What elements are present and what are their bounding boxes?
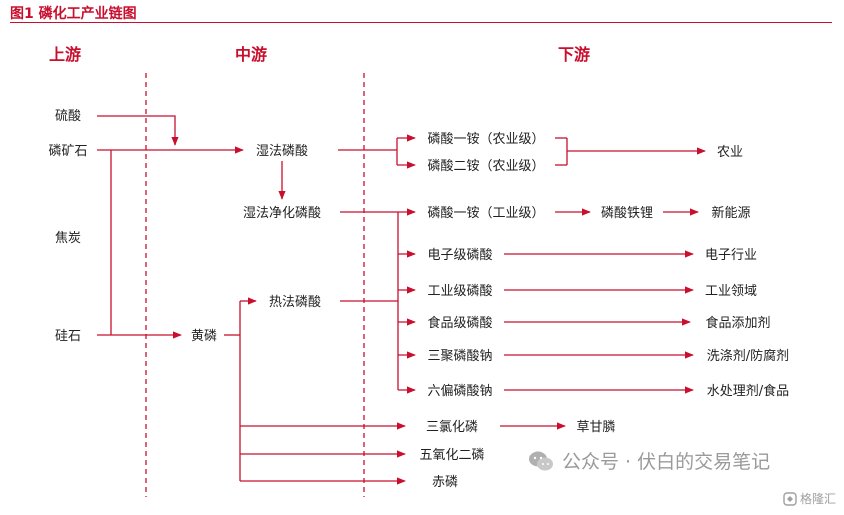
node-pcl3: 三氯化磷 bbox=[426, 420, 478, 435]
stage-midstream: 中游 bbox=[235, 45, 267, 64]
node-industrial-field: 工业领域 bbox=[705, 284, 757, 299]
node-shmp: 六偏磷酸钠 bbox=[427, 384, 492, 399]
brand-text: 格隆汇 bbox=[799, 492, 836, 506]
node-wet-phosphoric-acid: 湿法磷酸 bbox=[256, 144, 308, 159]
node-silica: 硅石 bbox=[55, 329, 81, 344]
stage-downstream: 下游 bbox=[558, 45, 590, 64]
node-electronic-pa: 电子级磷酸 bbox=[427, 248, 492, 263]
node-glyphosate: 草甘膦 bbox=[576, 420, 615, 435]
brand-watermark: 格隆汇 bbox=[783, 490, 836, 507]
node-phosphate-rock: 磷矿石 bbox=[48, 144, 87, 159]
stage-upstream: 上游 bbox=[49, 45, 81, 64]
node-agriculture: 农业 bbox=[717, 145, 743, 160]
brand-logo-icon bbox=[783, 491, 797, 506]
node-yellow-phosphorus: 黄磷 bbox=[191, 329, 217, 344]
node-sulfuric-acid: 硫酸 bbox=[55, 109, 81, 124]
node-red-phosphorus: 赤磷 bbox=[432, 475, 458, 490]
node-lithium-iron-phosphate: 磷酸铁锂 bbox=[601, 206, 653, 221]
node-food-pa: 食品级磷酸 bbox=[427, 315, 492, 331]
node-p2o5: 五氧化二磷 bbox=[419, 448, 484, 463]
title-rule bbox=[10, 22, 832, 23]
node-detergent: 洗涤剂/防腐剂 bbox=[707, 348, 789, 364]
arrow-sulfuric-to-wet bbox=[97, 115, 179, 146]
node-map-industrial: 磷酸一铵（工业级） bbox=[427, 206, 544, 221]
figure-title: 图1 磷化工产业链图 bbox=[10, 6, 137, 22]
watermark-text: 公众号 · 伏白的交易笔记 bbox=[562, 451, 771, 473]
node-dap-agri: 磷酸二铵（农业级） bbox=[427, 159, 544, 174]
wechat-icon bbox=[529, 451, 553, 470]
node-wet-purified-phosphoric-acid: 湿法净化磷酸 bbox=[243, 206, 321, 221]
node-thermal-phosphoric-acid: 热法磷酸 bbox=[269, 295, 321, 310]
node-water-treatment-food: 水处理剂/食品 bbox=[707, 383, 789, 399]
node-map-agri: 磷酸一铵（农业级） bbox=[427, 132, 544, 147]
node-stpp: 三聚磷酸钠 bbox=[427, 349, 492, 364]
node-new-energy: 新能源 bbox=[711, 205, 750, 221]
node-coke: 焦炭 bbox=[55, 231, 81, 246]
node-food-additive: 食品添加剂 bbox=[705, 315, 770, 331]
node-industrial-pa: 工业级磷酸 bbox=[427, 284, 492, 299]
watermark: 公众号 · 伏白的交易笔记 bbox=[528, 447, 770, 474]
node-electronics-industry: 电子行业 bbox=[705, 248, 757, 263]
